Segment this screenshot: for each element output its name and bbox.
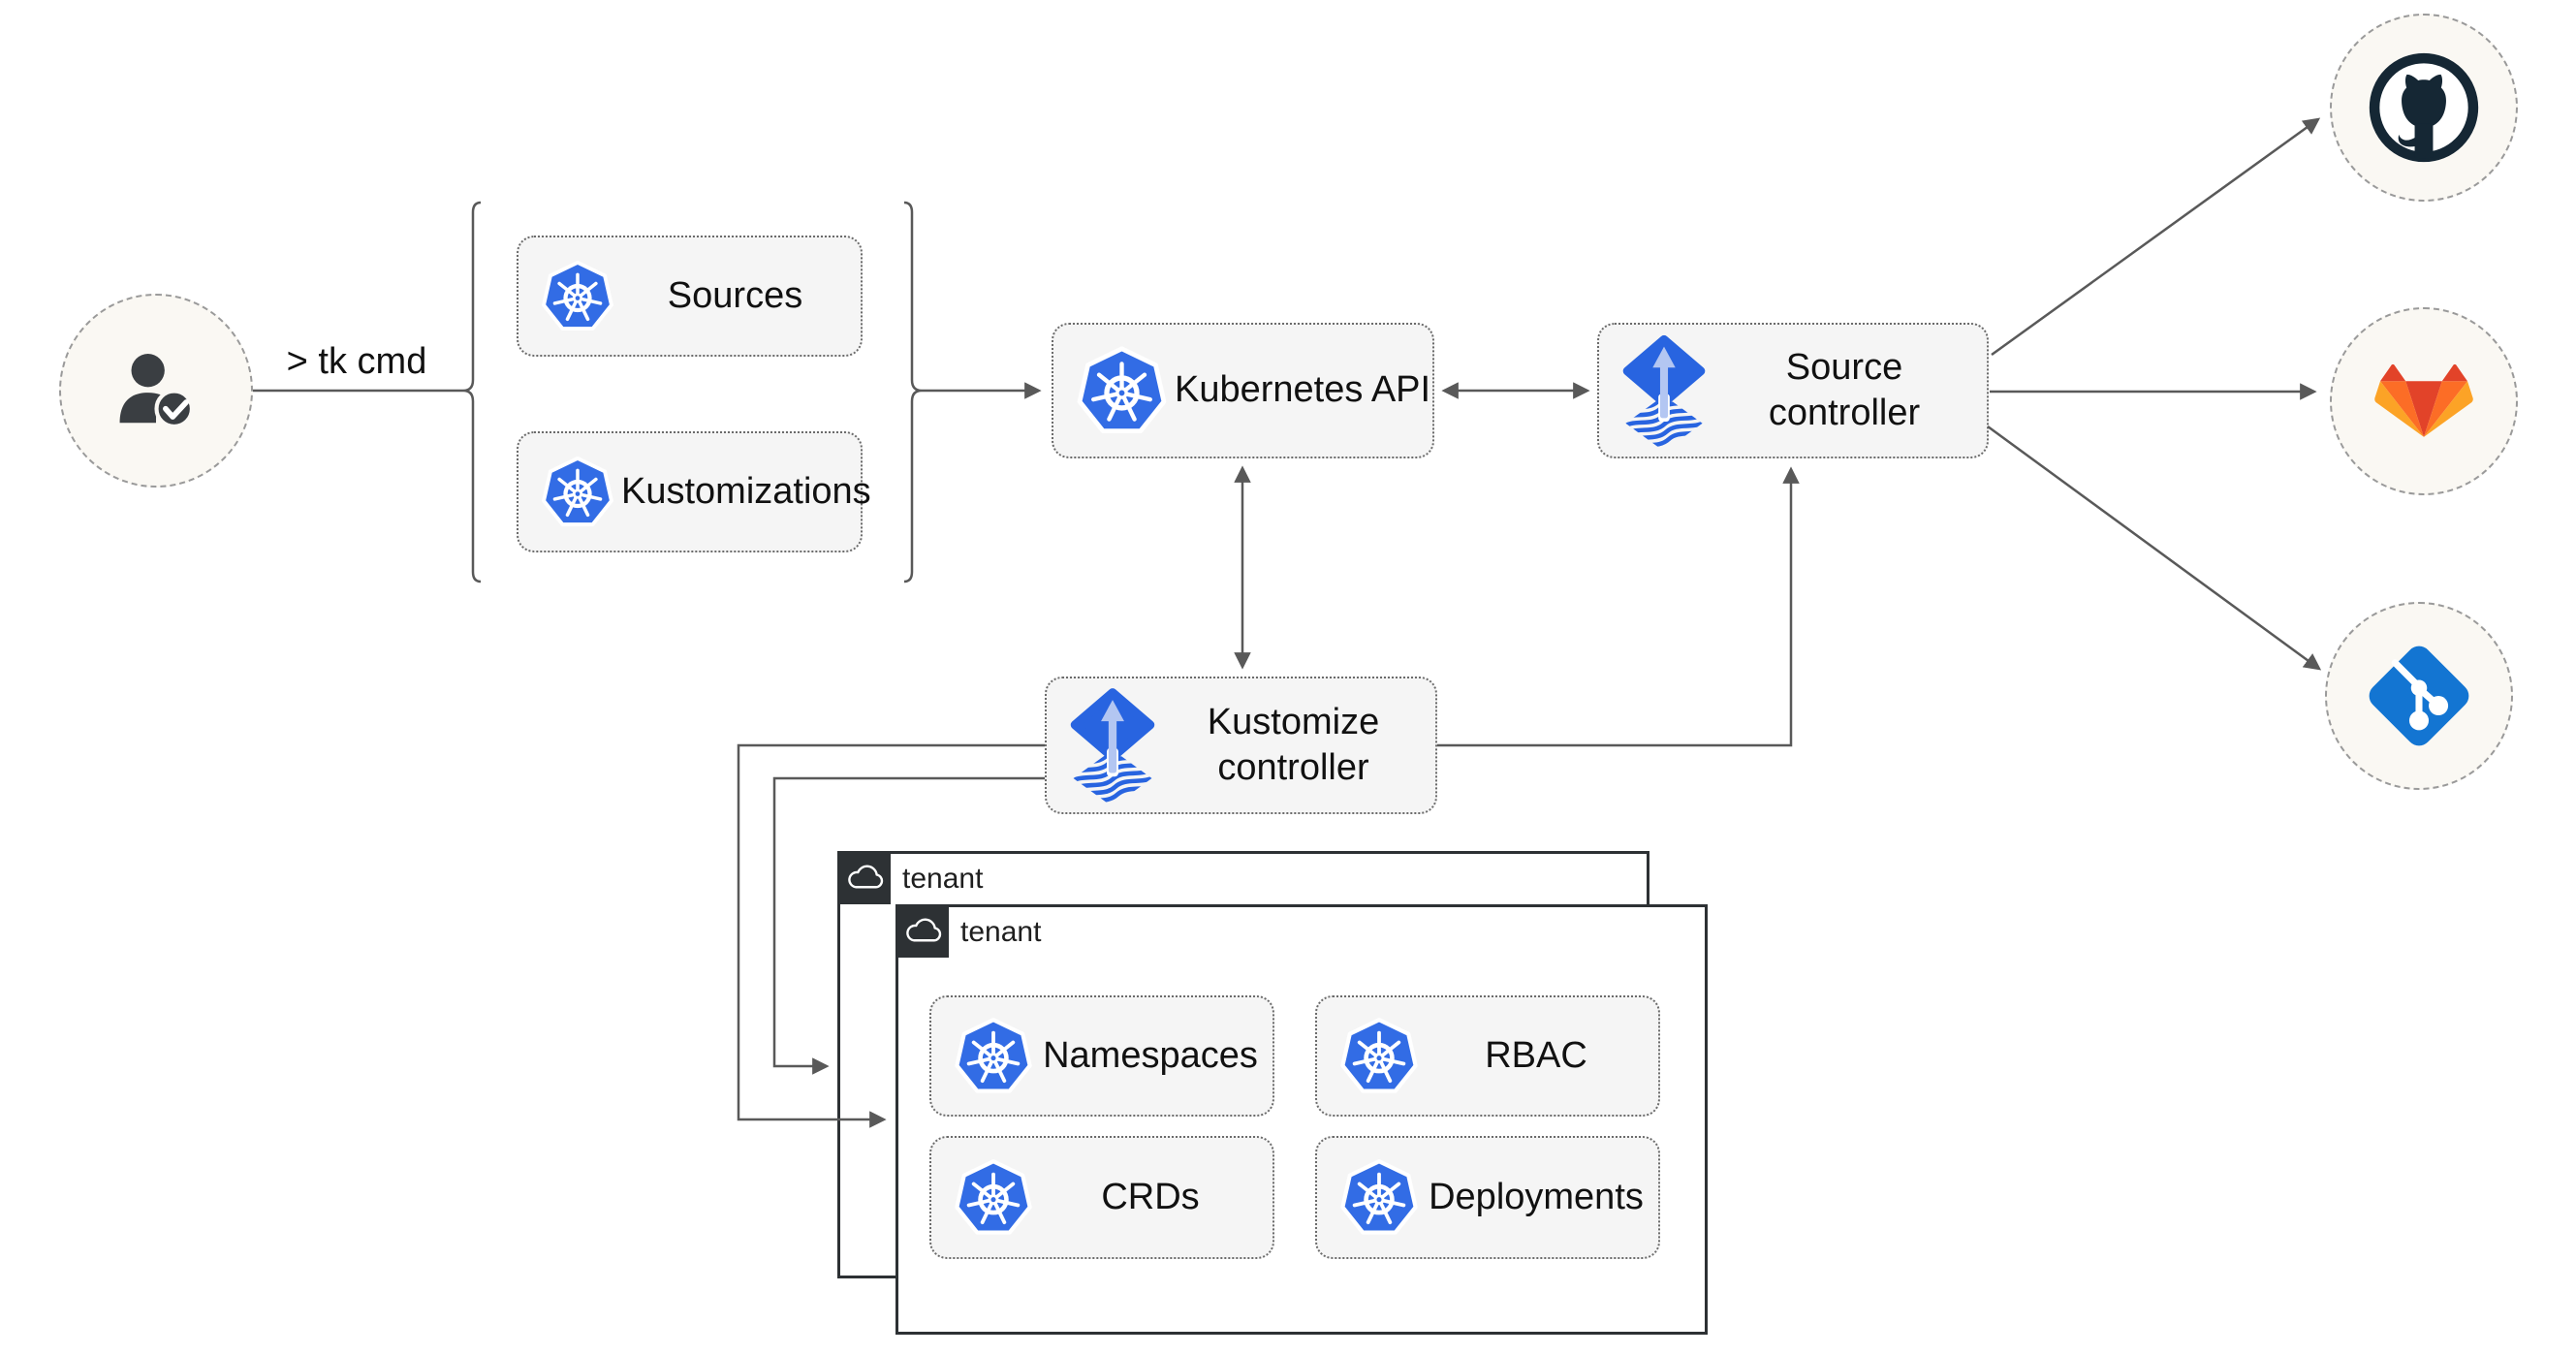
edge-source-to-git xyxy=(1987,425,2322,671)
kubernetes-icon xyxy=(540,455,615,530)
tenant-front-label: tenant xyxy=(960,916,1042,948)
kubernetes-api-label: Kubernetes API xyxy=(1175,369,1431,411)
rbac-node: RBAC xyxy=(1315,995,1660,1117)
kubernetes-icon xyxy=(1338,1157,1420,1239)
kustomizations-node: Kustomizations xyxy=(517,431,871,552)
source-controller-node: Source controller xyxy=(1597,323,1989,458)
kubernetes-icon xyxy=(1338,1016,1420,1097)
git-icon xyxy=(2362,639,2476,753)
flux-icon xyxy=(1068,687,1157,804)
source-controller-label: Source controller xyxy=(1768,346,1921,434)
kubernetes-icon xyxy=(953,1016,1034,1097)
sources-label: Sources xyxy=(667,274,803,316)
kubernetes-icon xyxy=(540,259,615,334)
flux-icon xyxy=(1620,334,1708,448)
kubernetes-icon xyxy=(953,1157,1034,1239)
namespaces-label: Namespaces xyxy=(1043,1034,1258,1076)
git-node xyxy=(2325,602,2513,790)
kubernetes-api-node: Kubernetes API xyxy=(1052,323,1434,458)
cloud-icon xyxy=(840,854,891,904)
kustomize-controller-node: Kustomize controller xyxy=(1045,677,1437,814)
tenant-back-label: tenant xyxy=(902,863,984,895)
tenant-front-container: tenant xyxy=(895,904,1708,1335)
brace-right xyxy=(903,201,923,583)
tk-cmd-label: > tk cmd xyxy=(286,341,427,382)
gitlab-icon xyxy=(2374,363,2473,439)
crds-node: CRDs xyxy=(929,1136,1274,1259)
github-node xyxy=(2330,14,2518,202)
kustomizations-label: Kustomizations xyxy=(621,470,871,512)
gitlab-node xyxy=(2330,307,2518,495)
crds-label: CRDs xyxy=(1101,1176,1200,1217)
user-check-icon xyxy=(106,340,206,441)
rbac-label: RBAC xyxy=(1485,1034,1587,1076)
user-node xyxy=(59,294,253,488)
brace-left xyxy=(462,201,482,583)
cloud-icon xyxy=(898,907,949,958)
edge-kustomize-to-source xyxy=(1437,466,1800,747)
kustomize-controller-label: Kustomize controller xyxy=(1207,701,1380,789)
sources-node: Sources xyxy=(517,236,863,357)
kubernetes-icon xyxy=(1075,344,1169,438)
github-icon xyxy=(2363,47,2485,169)
edge-source-to-github xyxy=(1991,117,2321,357)
namespaces-node: Namespaces xyxy=(929,995,1274,1117)
deployments-node: Deployments xyxy=(1315,1136,1660,1259)
deployments-label: Deployments xyxy=(1429,1176,1644,1217)
